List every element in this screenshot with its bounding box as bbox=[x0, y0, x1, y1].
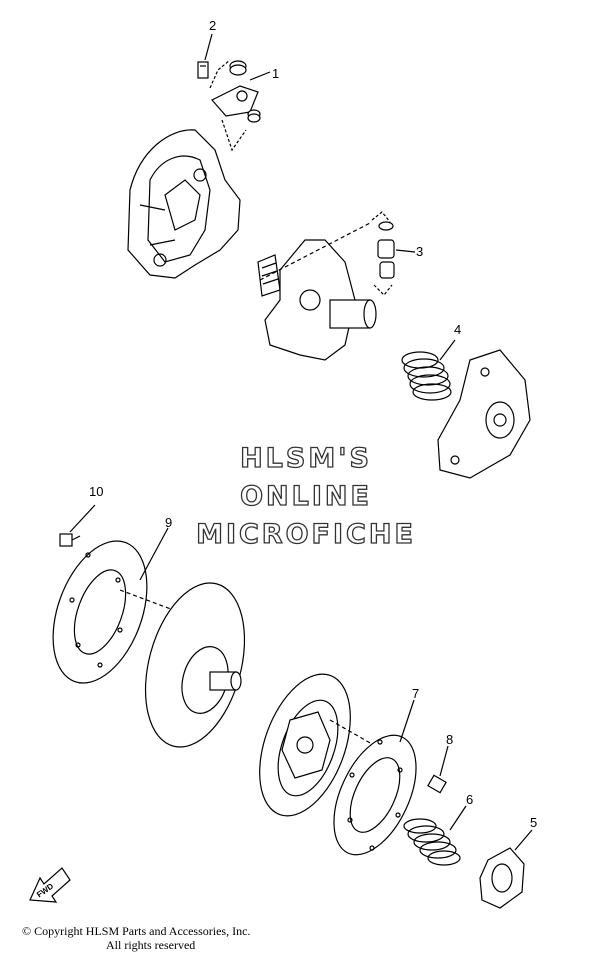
spider-shaft-assembly bbox=[257, 221, 377, 361]
callout-7: 7 bbox=[412, 686, 420, 701]
moveable-sheave bbox=[259, 673, 401, 817]
callout-9: 9 bbox=[165, 515, 173, 530]
callout-8: 8 bbox=[446, 732, 454, 747]
watermark-line-2: ONLINE bbox=[239, 480, 372, 512]
copyright: © Copyright HLSM Parts and Accessories, … bbox=[22, 924, 250, 952]
callout-10: 10 bbox=[89, 484, 104, 499]
part-5-cam bbox=[479, 829, 533, 909]
part-7-plate bbox=[333, 699, 417, 856]
part-6-spring bbox=[403, 805, 467, 866]
callout-4: 4 bbox=[454, 322, 462, 337]
copyright-line-1: © Copyright HLSM Parts and Accessories, … bbox=[22, 924, 251, 938]
callout-1: 1 bbox=[272, 66, 280, 81]
callout-6: 6 bbox=[466, 792, 474, 807]
copyright-line-2: All rights reserved bbox=[106, 938, 196, 952]
primary-housing bbox=[127, 129, 241, 279]
watermark-line-3: MICROFICHE bbox=[195, 518, 416, 550]
part-10-bolt bbox=[59, 504, 96, 547]
part-9-disc bbox=[52, 527, 201, 684]
part-1-weight-arm bbox=[209, 59, 271, 152]
watermark-line-1: HLSM'S bbox=[239, 442, 372, 474]
part-2-bolt bbox=[197, 33, 213, 79]
callout-3: 3 bbox=[416, 244, 424, 259]
secondary-sheave bbox=[144, 582, 246, 748]
part-3-rollers bbox=[371, 211, 416, 296]
callout-5: 5 bbox=[530, 815, 538, 830]
fwd-arrow-icon bbox=[29, 867, 71, 903]
part-4-spring bbox=[401, 339, 456, 401]
part-8-bolt bbox=[427, 745, 449, 794]
primary-cover bbox=[437, 349, 531, 479]
callout-2: 2 bbox=[209, 18, 217, 33]
